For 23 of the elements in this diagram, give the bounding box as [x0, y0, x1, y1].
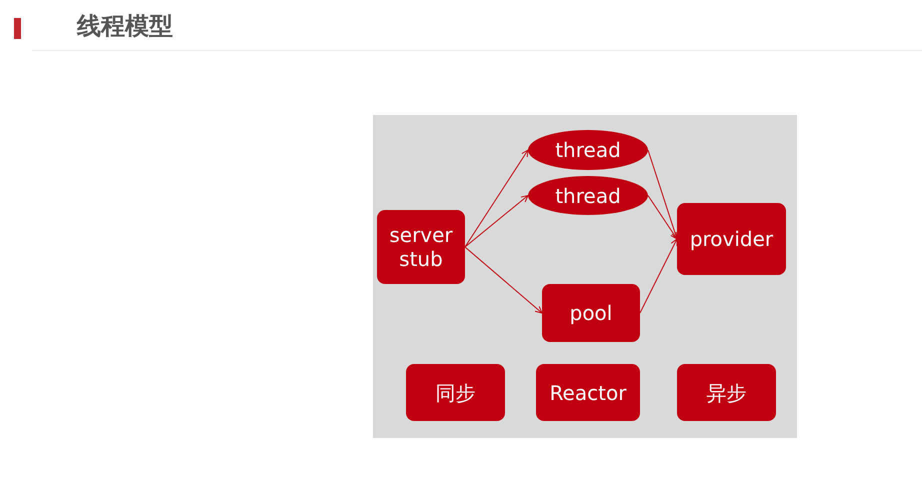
node-label: provider — [690, 227, 774, 251]
process-box — [677, 203, 786, 275]
arrow — [648, 150, 679, 240]
arrow — [640, 238, 678, 314]
arrow — [648, 195, 678, 240]
node-label: 同步 — [436, 380, 476, 404]
process-box — [377, 210, 465, 284]
node-label: Reactor — [550, 380, 626, 404]
process-box — [536, 364, 640, 421]
node-label: thread — [555, 184, 621, 208]
node-label: 异步 — [706, 380, 746, 404]
process-box — [542, 284, 640, 342]
title: 线程模型 — [77, 11, 173, 42]
process-box — [406, 364, 505, 421]
arrow — [464, 195, 528, 248]
thread-ellipse — [528, 130, 648, 170]
node-label: server stub — [388, 223, 454, 271]
node-label: thread — [555, 138, 621, 162]
arrow — [464, 246, 542, 314]
node-label: pool — [570, 301, 612, 325]
arrow — [464, 150, 528, 248]
thread-ellipse — [528, 176, 648, 215]
process-box — [677, 364, 776, 421]
